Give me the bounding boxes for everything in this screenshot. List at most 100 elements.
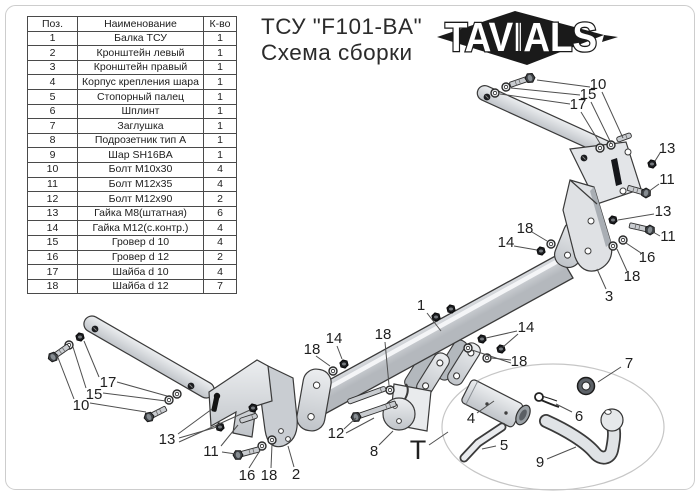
leader-line <box>510 87 581 96</box>
callout-label: 16 <box>639 249 656 266</box>
callout-label: T <box>410 435 427 465</box>
detail-ellipse <box>441 363 665 491</box>
leader-line <box>616 248 628 272</box>
left-bracket <box>208 359 298 448</box>
nut-icon <box>75 332 85 342</box>
washer-icon <box>463 343 473 353</box>
leader-line <box>555 403 573 413</box>
nut-icon <box>647 159 657 169</box>
callout-label: 11 <box>203 443 219 460</box>
leader-line <box>83 340 100 378</box>
cotter-pin <box>534 392 560 408</box>
callout-label: 18 <box>304 341 321 358</box>
washer-icon <box>385 385 395 395</box>
callout-label: 11 <box>659 171 675 188</box>
tow-ball <box>539 408 624 465</box>
callout-label: 18 <box>517 220 534 237</box>
bolt-icon <box>628 222 655 236</box>
leader-line <box>499 93 571 105</box>
page-frame <box>5 5 695 490</box>
callout-label: 7 <box>625 355 633 372</box>
leader-line <box>178 426 218 439</box>
leader-line <box>56 354 75 400</box>
name-cell: Шайба d 12 <box>77 278 204 295</box>
nut-icon <box>477 334 487 344</box>
leader-line <box>270 443 273 469</box>
leader-line <box>315 355 331 367</box>
washer-icon <box>618 235 628 245</box>
leader-line <box>428 431 449 446</box>
callout-label: 13 <box>655 203 672 220</box>
leader-line <box>248 448 262 469</box>
washer-icon <box>608 241 618 251</box>
callout-label: 14 <box>518 319 535 336</box>
leader-line <box>426 312 442 332</box>
washer-icon <box>595 143 605 153</box>
ball-housing <box>461 379 531 428</box>
nut-icon <box>608 215 618 225</box>
callout-label: 3 <box>605 288 613 305</box>
bolt-icon <box>626 185 651 199</box>
nut-icon <box>536 246 546 256</box>
leader-line <box>336 345 343 360</box>
leader-line <box>580 111 602 146</box>
callout-label: 11 <box>660 228 676 245</box>
washer-icon <box>172 389 182 399</box>
logo-text: TAVIALS <box>445 14 597 60</box>
leader-line <box>177 408 213 435</box>
leader-line <box>476 400 495 414</box>
nut-icon <box>339 359 349 369</box>
leader-line <box>72 346 87 389</box>
leader-line <box>596 268 607 290</box>
leader-line <box>471 349 512 364</box>
callout-label: 15 <box>86 386 103 403</box>
washer-icon <box>546 239 556 249</box>
callout-label: 18 <box>511 353 528 370</box>
leader-line <box>384 341 390 386</box>
callout-label: 10 <box>73 397 90 414</box>
washer-icon <box>501 82 511 92</box>
qty-cell: 7 <box>203 278 237 295</box>
nut-icon <box>431 312 441 322</box>
stud-icon <box>347 386 387 405</box>
callout-label: 15 <box>580 86 597 103</box>
bolt-icon <box>143 405 168 423</box>
leader-line <box>287 445 295 468</box>
washer-icon <box>606 140 616 150</box>
callout-label: 13 <box>659 140 676 157</box>
stud-icon <box>616 132 632 143</box>
leader-line <box>343 417 357 430</box>
callout-label: 14 <box>498 234 515 251</box>
title-line-2: Схема сборки <box>261 40 413 65</box>
leader-line <box>485 330 518 339</box>
leader-line <box>531 231 548 242</box>
brand-logo: TAVIALS <box>437 11 618 65</box>
page-title: ТСУ "F101-BA" Схема сборки <box>261 14 422 66</box>
beam-left-end-plate <box>296 368 332 432</box>
washer-icon <box>490 88 500 98</box>
leader-line <box>652 231 661 237</box>
leader-line <box>601 91 624 139</box>
bolt-icon <box>47 343 71 363</box>
callout-label: 6 <box>575 408 583 425</box>
qty-cell: 4 <box>203 220 237 236</box>
callout-label: 16 <box>239 467 256 484</box>
nut-icon <box>446 304 456 314</box>
leader-line <box>546 446 577 460</box>
right-bracket <box>562 141 642 272</box>
qty-cell: 1 <box>203 118 237 134</box>
callout-label: 18 <box>375 326 392 343</box>
leader-line <box>102 392 167 402</box>
